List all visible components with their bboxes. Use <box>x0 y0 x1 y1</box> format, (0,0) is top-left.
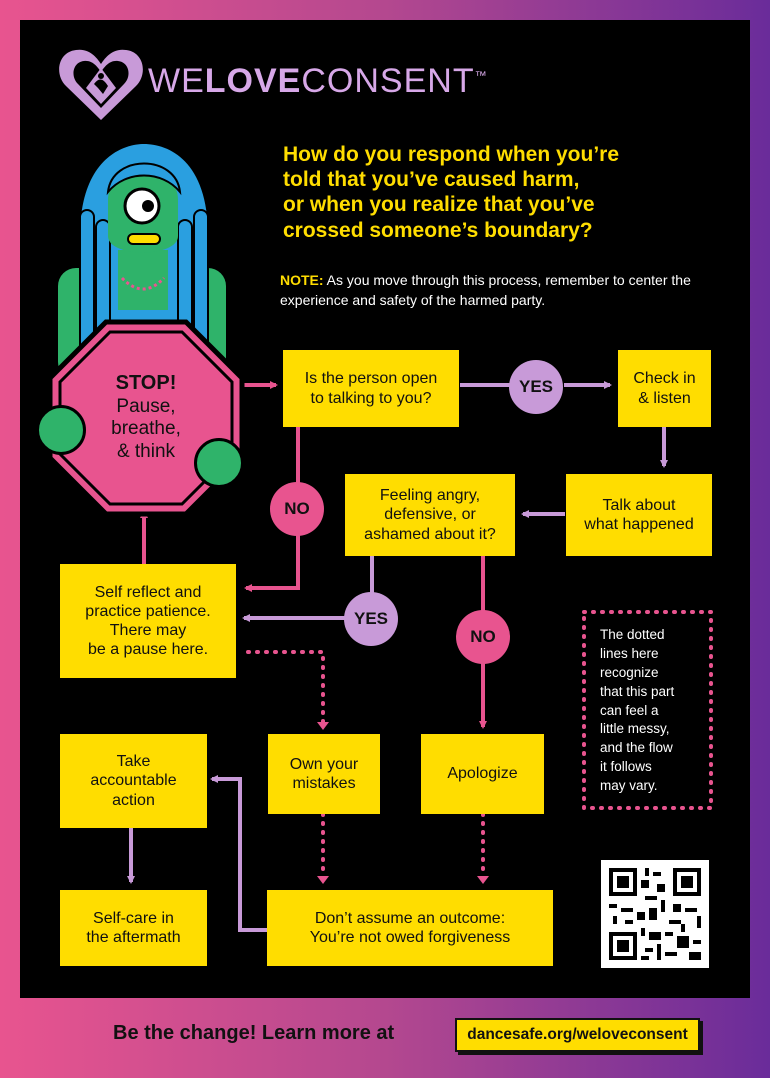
left-hand <box>36 405 86 455</box>
dotted-lines-note: The dotted lines here recognize that thi… <box>600 627 675 794</box>
main-question: How do you respond when you’re told that… <box>283 143 620 242</box>
stop-title: STOP! <box>115 372 177 395</box>
box-feeling-angry: Feeling angry, defensive, or ashamed abo… <box>345 474 515 556</box>
footer: Be the change! Learn more at dancesafe.o… <box>0 1000 770 1078</box>
dotted-arrowhead-dontassume-right <box>477 876 489 884</box>
box-apologize: Apologize <box>421 734 544 814</box>
process-note: NOTE: As you move through this process, … <box>280 270 710 311</box>
box-talk-about: Talk about what happened <box>566 474 712 556</box>
footer-text: Be the change! Learn more at <box>113 1022 395 1044</box>
box-open-to-talk: Is the person open to talking to you? <box>283 350 459 427</box>
note-label: NOTE: <box>280 272 324 288</box>
dotted-note-frame <box>582 610 713 810</box>
qr-code[interactable] <box>601 860 709 968</box>
brand-part-love: LOVE <box>204 62 302 100</box>
note-text: As you move through this process, rememb… <box>280 272 691 309</box>
dotted-reflect-to-own <box>246 650 325 724</box>
footer-link[interactable]: dancesafe.org/weloveconsent <box>455 1018 700 1052</box>
box-dont-assume: Don’t assume an outcome: You’re not owed… <box>267 890 553 966</box>
decision-no-open: NO <box>270 482 324 536</box>
decision-yes-open: YES <box>509 360 563 414</box>
right-hand <box>194 438 244 488</box>
trademark-mark: ™ <box>474 68 488 83</box>
brand-part-we: WE <box>148 62 205 100</box>
decision-no-feeling: NO <box>456 610 510 664</box>
dotted-arrowhead-dontassume-left <box>317 876 329 884</box>
box-self-care: Self-care in the aftermath <box>60 890 207 966</box>
stop-sign-text: STOP! Pause, breathe, & think <box>66 335 226 500</box>
box-self-reflect: Self reflect and practice patience. Ther… <box>60 564 236 678</box>
dotted-arrowhead-own <box>317 722 329 730</box>
decision-yes-feeling: YES <box>344 592 398 646</box>
box-own-mistakes: Own your mistakes <box>268 734 380 814</box>
heart-logo <box>59 49 143 120</box>
brand-wordmark: WELOVECONSENT™ <box>148 62 488 101</box>
stop-instructions: Pause, breathe, & think <box>111 395 181 462</box>
box-check-in: Check in & listen <box>618 350 711 427</box>
arrow-dontassume-to-action <box>210 775 267 932</box>
brand-part-consent: CONSENT <box>301 62 475 100</box>
box-take-action: Take accountable action <box>60 734 207 828</box>
arrow-open-no-to-reflect <box>244 427 300 592</box>
